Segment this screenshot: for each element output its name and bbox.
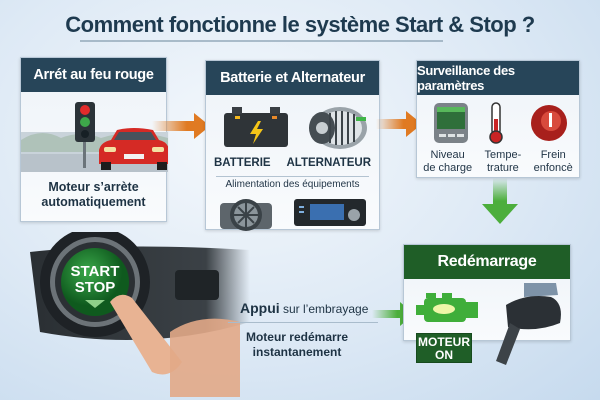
start-stop-button[interactable]: START STOP [70, 263, 120, 296]
power-panel: Batterie et Alternateur BATTERIE ALTERNA… [205, 60, 380, 231]
brake-icon [531, 105, 567, 141]
start-stop-scene [30, 232, 250, 397]
alternator-label: ALTERNATEUR [286, 157, 372, 169]
fan-icon [220, 199, 272, 231]
arrow-right-orange-icon [376, 111, 422, 137]
clutch-label: Appui sur l’embrayage [240, 300, 369, 316]
monitor-panel-header: Surveillance des paramètres [417, 61, 579, 95]
charge-level-icon [434, 103, 468, 143]
arrow-right-orange-icon [152, 113, 210, 139]
clutch-pedal-icon [496, 283, 561, 365]
traffic-light-and-car-icon [21, 102, 168, 172]
power-panel-header: Batterie et Alternateur [206, 61, 379, 95]
stop-panel-header: Arrét au feu rouge [21, 58, 166, 92]
stop-panel: Arrét au feu rouge Moteur s’arrète autom… [20, 57, 168, 222]
stop-caption: Moteur s’arrète automatiquement [41, 180, 146, 209]
alternator-icon [309, 107, 367, 149]
power-subheader: Alimentation des équipements [225, 179, 360, 190]
thermometer-icon [489, 102, 503, 144]
battery-label: BATTERIE [213, 157, 271, 169]
title-underline [80, 40, 443, 42]
restart-panel: Redémarrage MOTEUR ON [403, 244, 571, 365]
monitor-item-temperature: Tempe-trature [484, 149, 522, 174]
page-title: Comment fonctionne le système Start & St… [65, 12, 535, 37]
restart-caption: Moteur redémarre instantanement [245, 330, 349, 359]
battery-icon [224, 107, 288, 147]
restart-panel-header: Redémarrage [404, 245, 570, 279]
engine-on-badge: MOTEUR ON [416, 333, 472, 363]
car-radio-icon [294, 199, 366, 226]
arrow-down-green-icon [482, 178, 518, 224]
engine-icon [416, 293, 478, 322]
